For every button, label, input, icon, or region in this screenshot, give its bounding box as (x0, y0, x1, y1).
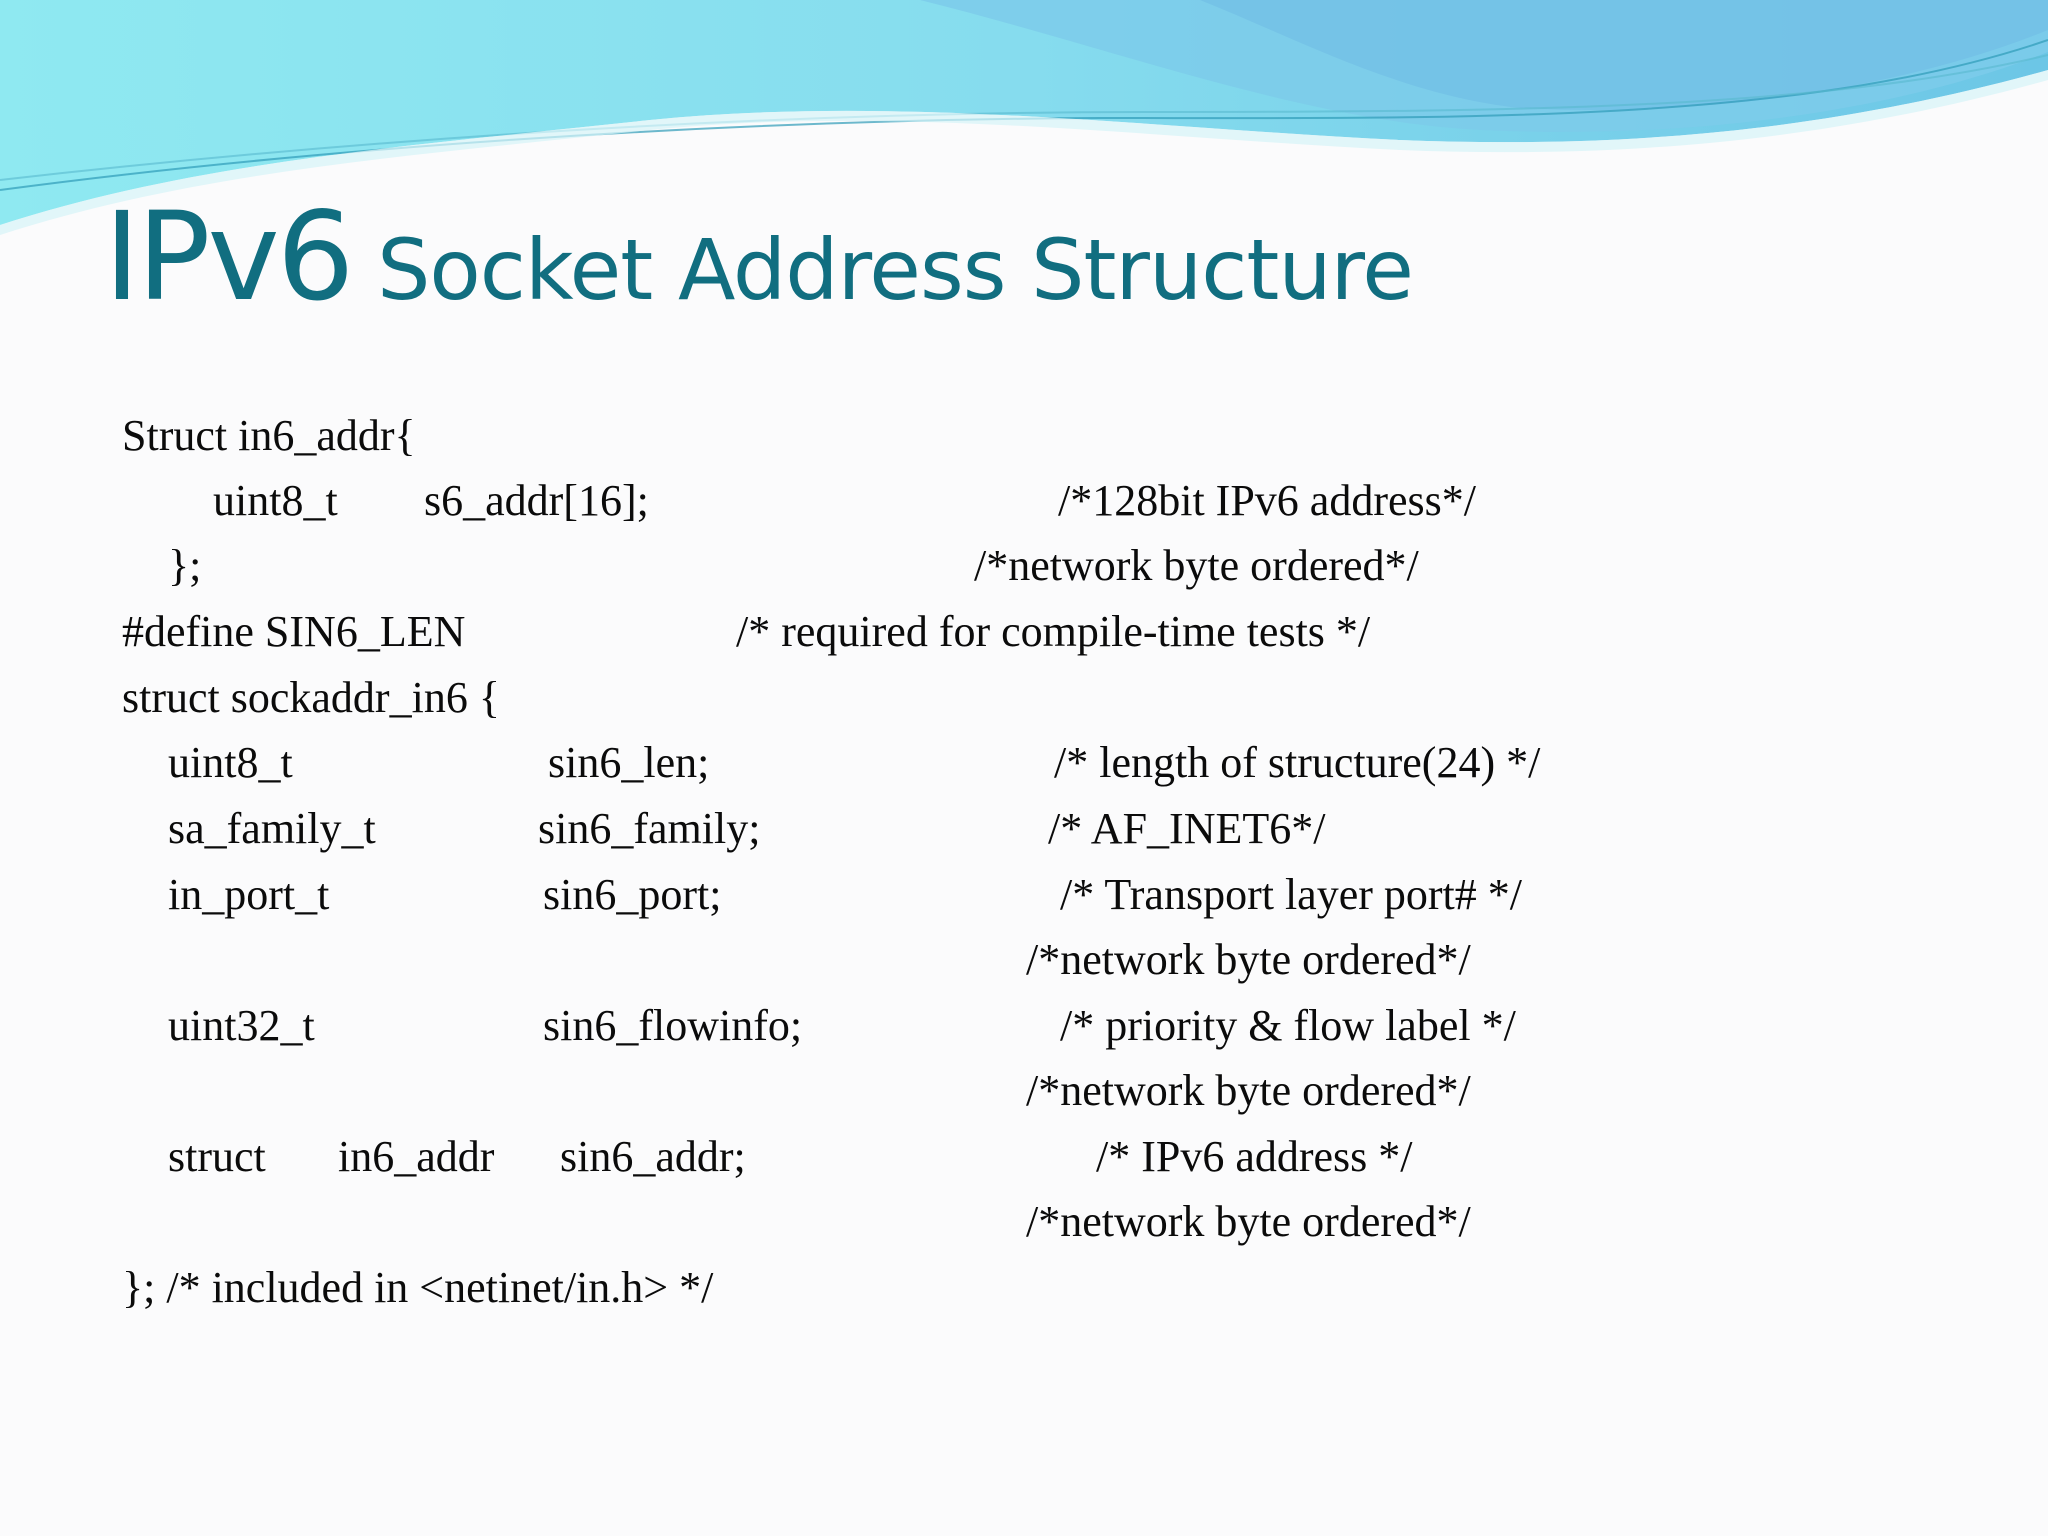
code-line: sin6_port; (543, 870, 722, 919)
code-comment: /* Transport layer port# */ (1060, 870, 1522, 919)
code-line: #define SIN6_LEN (122, 607, 466, 656)
code-comment: /* priority & flow label */ (1060, 1001, 1516, 1050)
code-line: sin6_flowinfo; (543, 1001, 803, 1050)
code-comment: /*network byte ordered*/ (1026, 1197, 1471, 1246)
code-line: sin6_family; (538, 804, 761, 853)
code-comment: /* required for compile-time tests */ (736, 607, 1371, 656)
code-line: struct sockaddr_in6 { (122, 673, 500, 722)
slide-title: IPv6 Socket Address Structure (104, 196, 1414, 319)
code-line: sa_family_t (168, 804, 376, 853)
code-line: sin6_addr; (560, 1132, 746, 1181)
code-line: uint32_t (168, 1001, 315, 1050)
code-line: in6_addr (338, 1132, 495, 1181)
code-line: uint8_t (213, 476, 338, 525)
code-comment: /*network byte ordered*/ (1026, 1066, 1471, 1115)
code-line: }; /* included in <netinet/in.h> */ (122, 1263, 714, 1312)
code-line: }; (168, 541, 202, 590)
code-line: sin6_len; (548, 738, 710, 787)
code-line: struct (168, 1132, 266, 1181)
title-rest: Socket Address Structure (377, 221, 1414, 319)
code-comment: /* IPv6 address */ (1096, 1132, 1413, 1181)
code-comment: /* length of structure(24) */ (1054, 738, 1541, 787)
code-comment: /* AF_INET6*/ (1048, 804, 1326, 853)
code-comment: /*network byte ordered*/ (974, 541, 1419, 590)
header-wave-decoration (0, 0, 2048, 235)
code-line: Struct in6_addr{ (122, 411, 416, 460)
title-ipv6: IPv6 (104, 186, 354, 328)
code-comment: /*network byte ordered*/ (1026, 935, 1471, 984)
code-line: uint8_t (168, 738, 293, 787)
code-line: in_port_t (168, 870, 330, 919)
code-line: s6_addr[16]; (424, 476, 649, 525)
code-comment: /*128bit IPv6 address*/ (1058, 476, 1476, 525)
